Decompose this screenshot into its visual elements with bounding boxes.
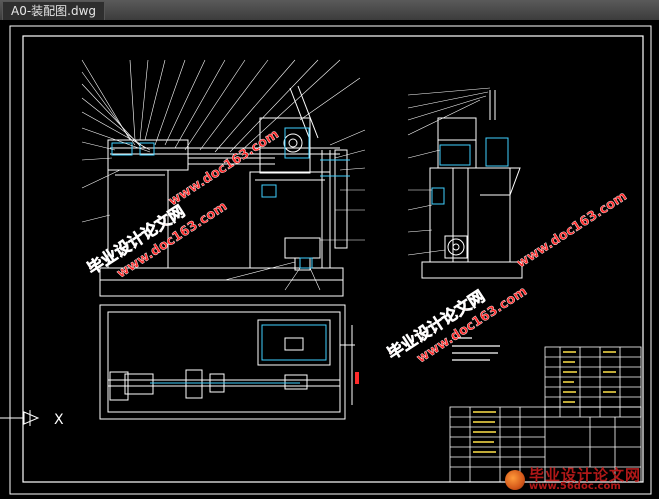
front-view-leaders [81,59,366,291]
watermark-1: 毕业设计论文网 www.doc163.com [84,199,231,282]
watermark-2: 毕业设计论文网 www.doc163.com [384,284,531,367]
footer-logo: 毕业设计论文网 www.56doc.com [493,464,659,495]
side-view [421,90,523,279]
front-view [99,85,348,297]
document-tab-bar: A0-装配图.dwg [0,0,659,21]
side-view-cyan-details [431,137,509,205]
logo-mark-icon [505,470,525,490]
drawing-canvas[interactable]: X 毕业设计论文网 www.doc163.com 毕业设计论文网 www.doc… [0,20,659,495]
ucs-icon [0,410,40,426]
table-text-marks [473,351,616,453]
technical-notes-marks [452,337,500,361]
top-view-cyan-details [150,324,327,384]
cad-drawing: X 毕业设计论文网 www.doc163.com 毕业设计论文网 www.doc… [0,25,652,495]
top-view [99,304,355,420]
inner-frame [22,35,644,483]
logo-url: www.56doc.com [529,481,621,492]
side-view-leaders [407,87,491,256]
front-view-cyan-details [111,127,350,269]
document-tab[interactable]: A0-装配图.dwg [2,1,106,20]
ucs-axis-label: X [54,412,64,428]
top-view-red-marks [355,372,359,384]
watermark-4-url: www.doc163.com [514,189,630,271]
parts-list-table-lower [449,406,642,483]
parts-list-table-upper [544,346,642,418]
watermark-4: www.doc163.com [514,189,630,272]
logo-name: 毕业设计论文网 [529,466,642,484]
outer-frame [9,25,652,495]
